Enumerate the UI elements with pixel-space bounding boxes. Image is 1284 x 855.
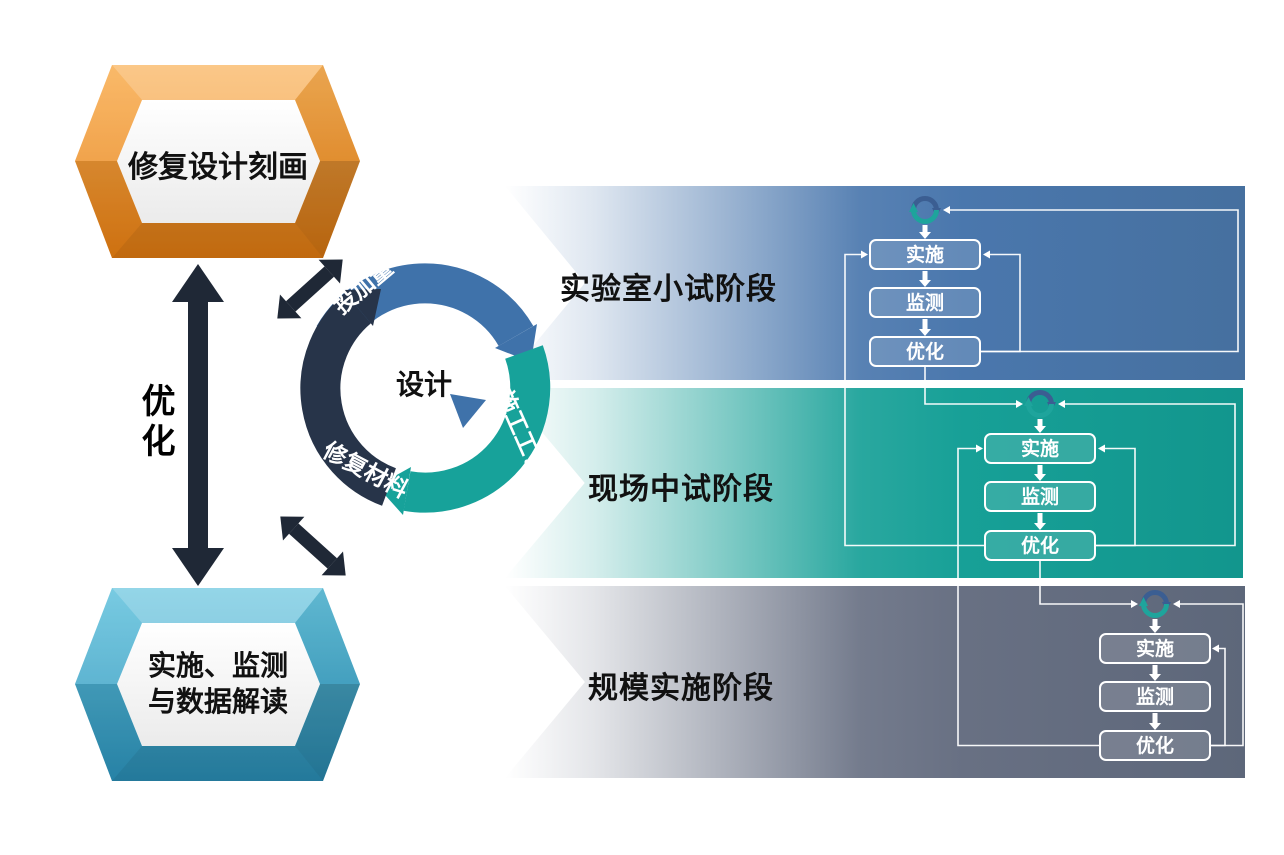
step-label: 实施 <box>1021 437 1059 460</box>
stage-connectors <box>844 250 1138 747</box>
step-box <box>1099 633 1211 664</box>
step-label: 监测 <box>906 291 944 314</box>
design-pointer-icon <box>450 394 486 428</box>
step-label: 实施 <box>906 243 944 266</box>
top-diagonal-arrow <box>277 259 343 319</box>
stage-band-lab <box>505 186 1245 380</box>
bottom-diagonal-arrow <box>280 516 346 576</box>
step-label: 优化 <box>1021 534 1059 557</box>
flow-scale: 实施 监测 优化 <box>1099 590 1244 761</box>
step-box <box>984 481 1096 512</box>
stage-label-pilot: 现场中试阶段 <box>588 473 774 506</box>
step-box <box>869 287 981 318</box>
cycle-icon <box>1139 590 1171 618</box>
stage-band-pilot <box>505 388 1243 578</box>
optimize-double-arrow <box>172 264 224 586</box>
bottom-box-label-line2: 与数据解读 <box>147 686 288 717</box>
step-label: 监测 <box>1021 485 1059 508</box>
step-box <box>1099 681 1211 712</box>
stage-label-lab: 实验室小试阶段 <box>560 273 777 306</box>
bottom-hexagon-shape <box>75 588 360 781</box>
step-label: 监测 <box>1136 685 1174 708</box>
step-label: 优化 <box>1136 734 1174 757</box>
top-box-label: 修复设计刻画 <box>128 151 308 184</box>
optimize-label: 优化 <box>136 383 174 463</box>
cycle-icon <box>1024 390 1056 418</box>
flow-pilot: 实施 监测 优化 <box>984 390 1236 561</box>
step-label: 优化 <box>906 340 944 363</box>
flow-lab: 实施 监测 优化 <box>869 196 1239 367</box>
top-hexagon-shape <box>75 65 360 258</box>
design-center-label: 设计 <box>396 369 452 400</box>
cycle-icon <box>909 196 941 224</box>
design-cycle: 投加量 施工工艺 修复材料 设计 <box>300 255 552 515</box>
bottom-box-label: 实施、监测 与数据解读 <box>100 648 336 720</box>
bottom-box-label-line1: 实施、监测 <box>147 650 288 681</box>
stage-label-scale: 规模实施阶段 <box>588 672 774 705</box>
step-box <box>869 239 981 270</box>
step-label: 实施 <box>1136 637 1174 660</box>
step-box <box>984 433 1096 464</box>
